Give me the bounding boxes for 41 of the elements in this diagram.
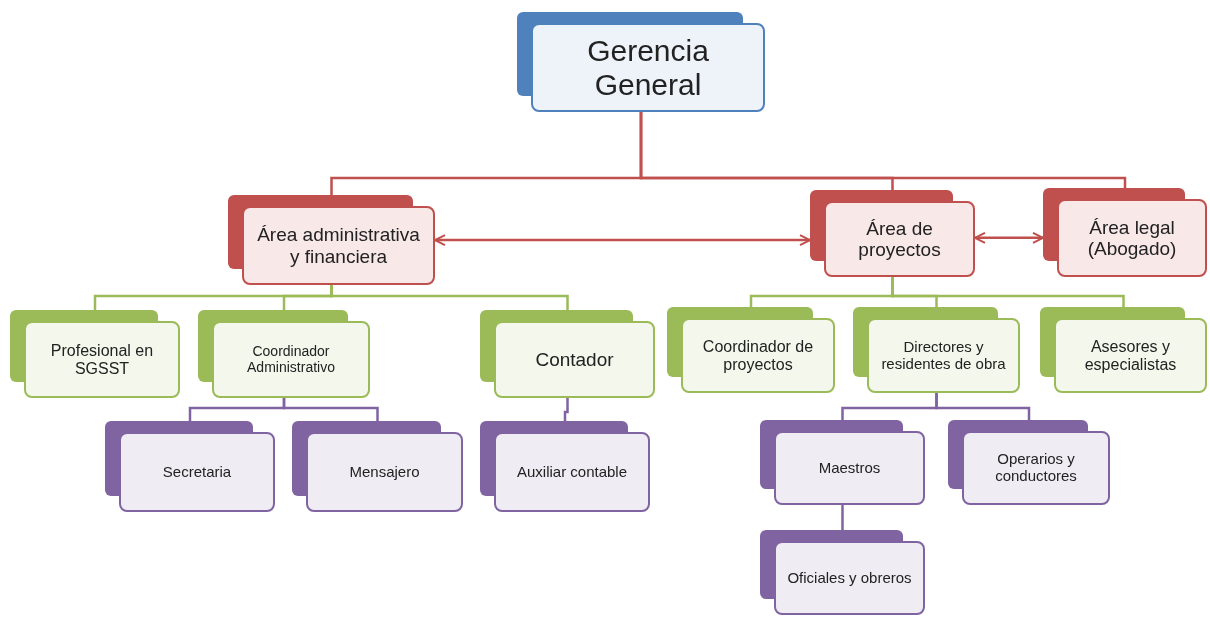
connector-line — [563, 398, 569, 421]
double-arrow — [974, 231, 1044, 244]
org-chart-card — [517, 12, 765, 112]
org-chart-card — [198, 310, 370, 398]
org-chart-card — [760, 530, 925, 615]
position-title: Maestros — [818, 459, 881, 477]
connector-line — [841, 505, 844, 530]
connector-line — [935, 393, 1031, 420]
position-title: Contador — [535, 348, 614, 371]
position-title: Área legal (Abogado) — [1086, 216, 1178, 260]
org-chart-card — [667, 307, 835, 393]
org-chart-card — [10, 310, 180, 398]
position-title: Oficiales y obreros — [787, 569, 912, 587]
org-chart-card — [480, 421, 650, 512]
connector-line — [891, 277, 1125, 307]
connector-line — [639, 112, 1127, 188]
position-title: Directores y residentes de obra — [880, 338, 1007, 373]
org-chart-card — [853, 307, 1020, 393]
position-title: Área de proyectos — [857, 217, 942, 261]
position-title: Profesional en SGSST — [49, 341, 155, 378]
org-chart-card — [292, 421, 463, 512]
org-chart-card — [480, 310, 655, 398]
org-chart-card — [948, 420, 1110, 505]
position-title: Gerencia General — [586, 33, 710, 102]
position-title: Coordinador Administrativo — [246, 343, 336, 376]
double-arrow — [434, 234, 811, 247]
org-chart-card — [810, 190, 975, 277]
connector-line — [282, 398, 379, 421]
org-chart-card — [105, 421, 275, 512]
position-title: Operarios y conductores — [994, 451, 1078, 485]
position-title: Secretaria — [162, 463, 232, 481]
org-chart-card — [1040, 307, 1207, 393]
position-title: Coordinador de proyectos — [701, 337, 815, 374]
position-title: Asesores y especialistas — [1083, 337, 1178, 374]
position-title: Mensajero — [349, 463, 420, 481]
org-chart-card — [228, 195, 435, 285]
position-title: Área administrativa y financiera — [256, 224, 421, 267]
connector-line — [330, 285, 569, 310]
position-title: Auxiliar contable — [516, 463, 628, 481]
org-chart-card — [760, 420, 925, 505]
org-chart-card — [1043, 188, 1207, 277]
